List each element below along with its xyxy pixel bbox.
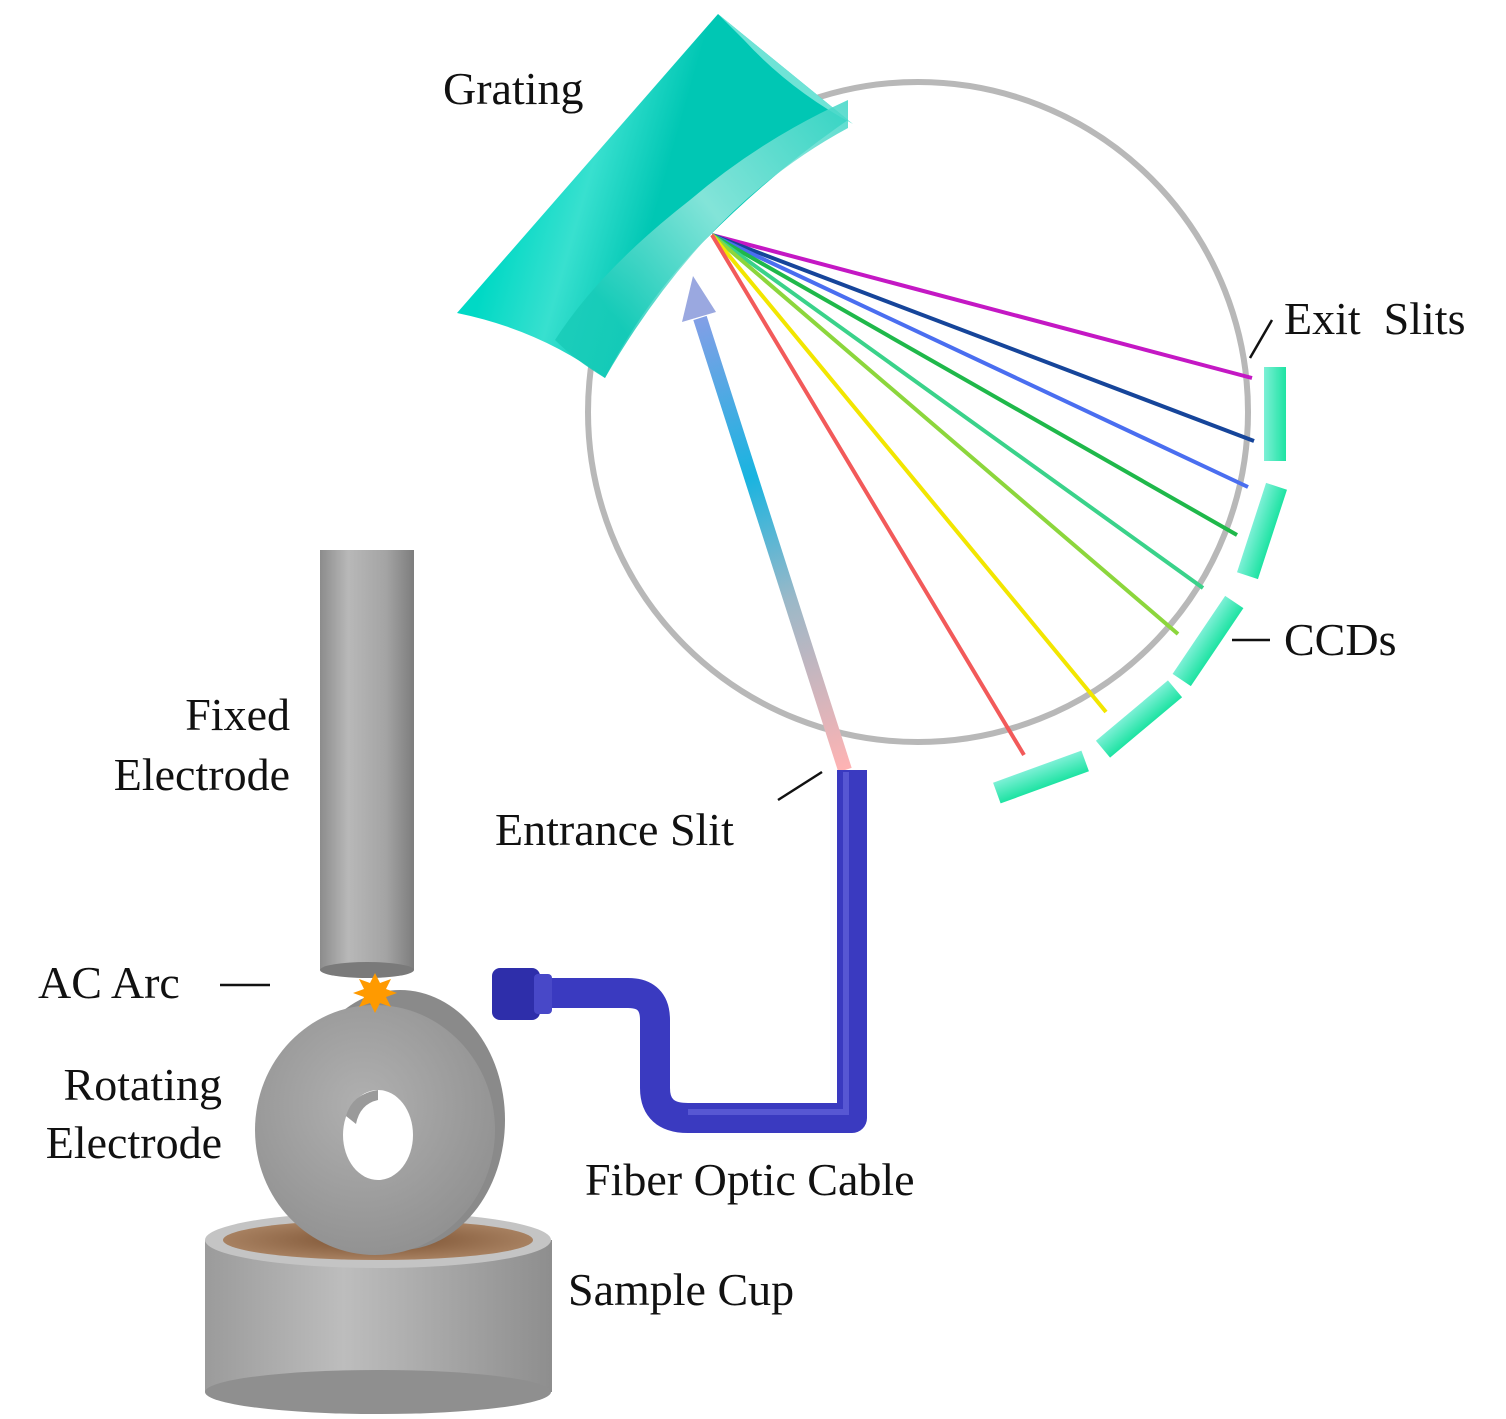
ccds-label: CCDs	[1284, 614, 1396, 665]
sample-cup-label: Sample Cup	[568, 1264, 794, 1315]
fixed-electrode-label-line2: Electrode	[114, 749, 290, 800]
rowland-circle	[585, 79, 1251, 745]
ac-arc-spark	[353, 973, 397, 1013]
ccd-detectors	[993, 367, 1287, 804]
exit-slits-label: Exit Slits	[1284, 293, 1465, 344]
fiber-connector	[492, 968, 540, 1020]
diffracted-rays	[710, 233, 1255, 757]
electrode-hole	[343, 1090, 413, 1180]
ray-magenta	[711, 233, 1253, 380]
ccd-segment	[993, 750, 1089, 804]
fiber-optic-cable-label: Fiber Optic Cable	[585, 1154, 915, 1205]
rotating-electrode-label-line2: Electrode	[46, 1117, 222, 1168]
ray-navy	[711, 233, 1255, 443]
ray-blue	[711, 233, 1249, 489]
fixed-electrode-label-line1: Fixed	[185, 689, 290, 740]
ray-green	[711, 233, 1238, 537]
ray-red	[710, 233, 1026, 757]
grating-label: Grating	[443, 63, 584, 114]
fiber-optic-cable	[492, 770, 867, 1133]
incident-beam-arrow	[682, 276, 852, 773]
rotating-electrode-label-line1: Rotating	[64, 1059, 222, 1110]
ray-teal-green	[710, 233, 1205, 590]
entrance-slit-label: Entrance Slit	[495, 804, 734, 855]
diffraction-grating	[457, 14, 853, 378]
rotating-electrode	[255, 990, 505, 1255]
ray-light-green	[710, 233, 1180, 636]
ccd-segment	[1095, 680, 1183, 758]
entrance-slit-leader	[777, 770, 823, 802]
ac-arc-label: AC Arc	[38, 957, 180, 1008]
exit-slits-leader	[1248, 319, 1274, 359]
ccd-segment	[1172, 595, 1244, 687]
ccd-segment	[1264, 367, 1286, 461]
ccd-segment	[1237, 482, 1287, 580]
ray-yellow	[710, 233, 1108, 714]
fixed-electrode	[320, 550, 414, 978]
